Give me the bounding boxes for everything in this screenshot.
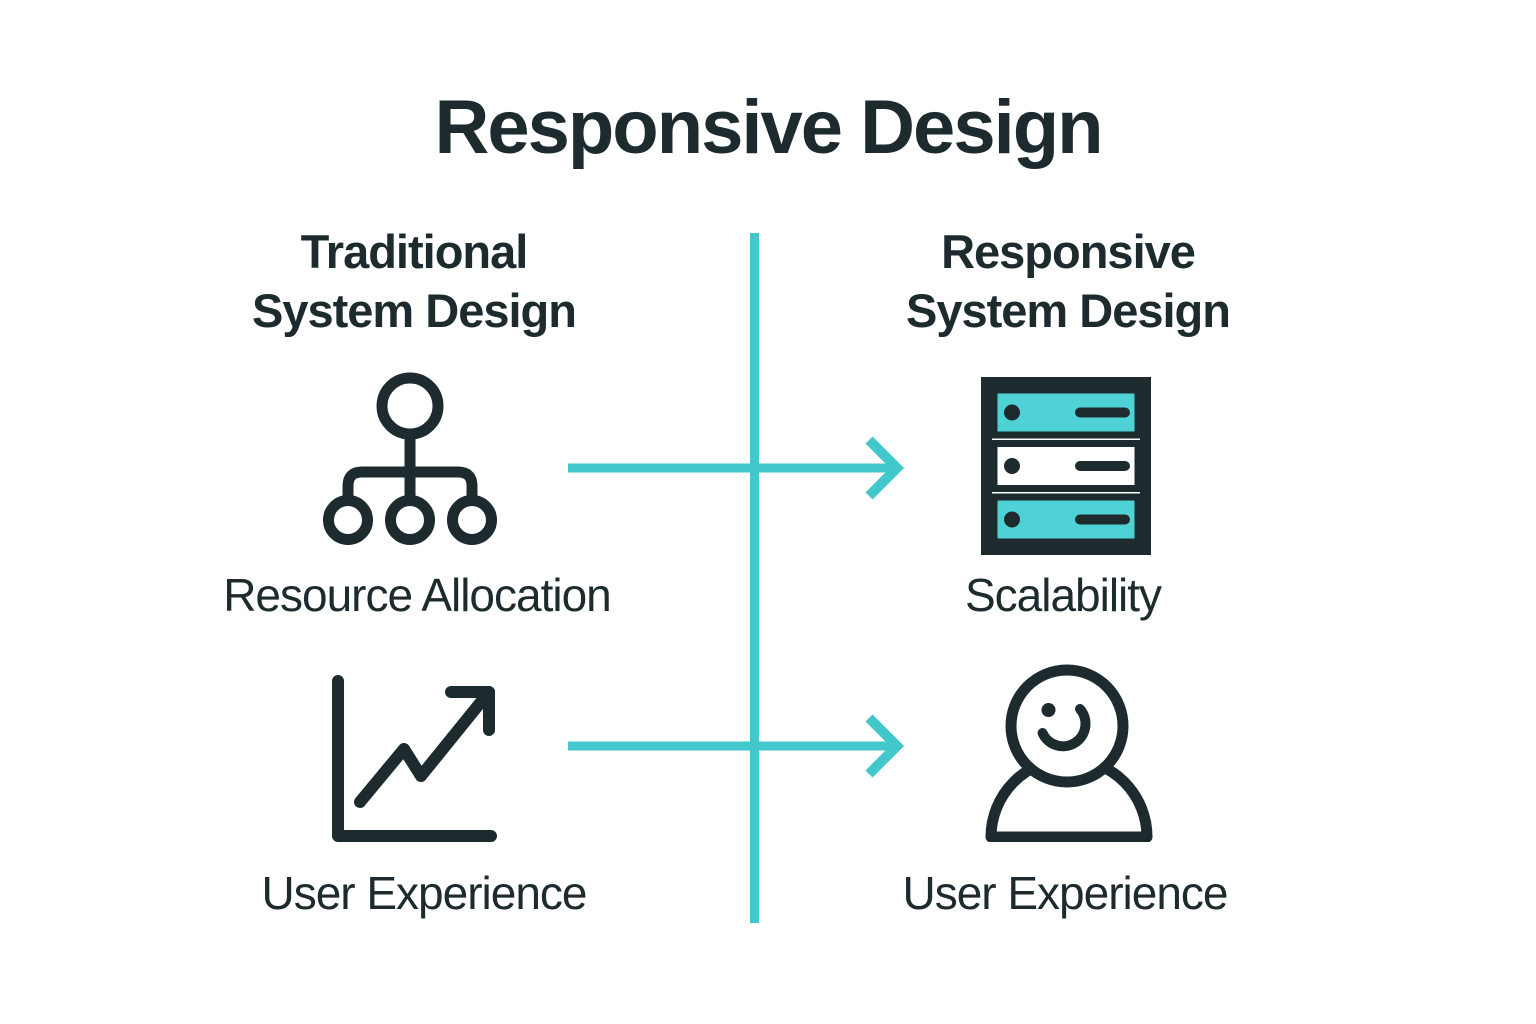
- label-scalability: Scalability: [964, 569, 1162, 621]
- arrow-right-top-icon: [568, 436, 905, 500]
- column-header-traditional-line1: Traditional: [300, 225, 529, 278]
- line-chart-icon: [332, 675, 497, 842]
- label-user-experience-left: User Experience: [261, 867, 587, 919]
- arrow-right-bottom-icon: [568, 714, 905, 778]
- diagram-title: Responsive Design: [434, 85, 1103, 170]
- column-header-traditional: Traditional System Design: [134, 222, 694, 340]
- label-resource-allocation: Resource Allocation: [223, 569, 612, 621]
- center-divider-line: [750, 233, 759, 923]
- label-user-experience-right: User Experience: [902, 867, 1228, 919]
- column-header-responsive-line1: Responsive: [941, 225, 1196, 278]
- column-header-traditional-line2: System Design: [252, 284, 577, 337]
- user-smile-icon: [985, 664, 1153, 842]
- column-header-responsive-line2: System Design: [906, 284, 1231, 337]
- column-header-responsive: Responsive System Design: [788, 222, 1348, 340]
- org-chart-icon: [323, 372, 497, 545]
- server-stack-icon: [981, 377, 1151, 555]
